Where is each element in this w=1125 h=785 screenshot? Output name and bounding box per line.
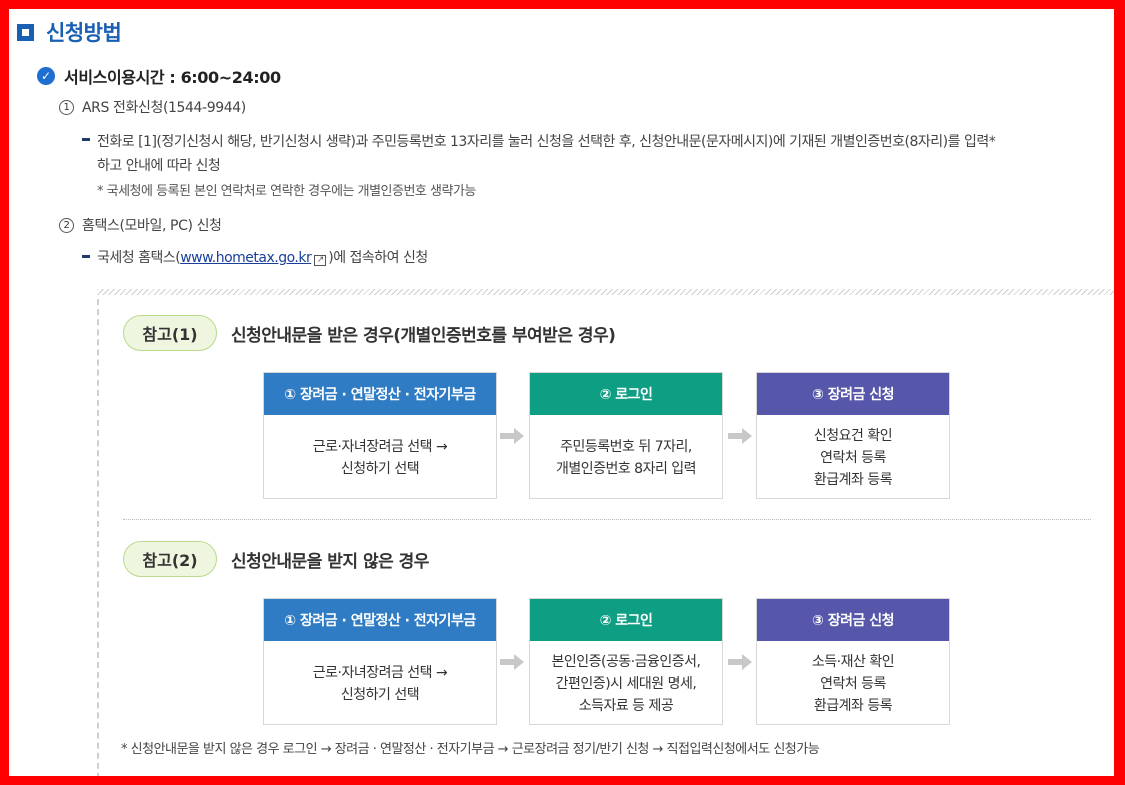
step-head: ② 로그인: [530, 373, 722, 415]
external-link-icon[interactable]: ↗: [314, 255, 327, 266]
section-title: 신청방법: [17, 17, 122, 47]
square-bullet-icon: [17, 23, 34, 41]
number-circle: 1: [59, 99, 74, 115]
step-head: ③ 장려금 신청: [757, 599, 949, 641]
service-hours: ✓ 서비스이용시간 : 6:00~24:00: [37, 64, 281, 88]
hometax-suffix: )에 접속하여 신청: [328, 250, 428, 266]
arrow-right-icon: [500, 428, 524, 444]
dash-bullet: [82, 255, 90, 258]
step-body: 주민등록번호 뒤 7자리, 개별인증번호 8자리 입력: [555, 438, 697, 477]
method-ars-line2: 하고 안내에 따라 신청: [97, 158, 221, 174]
hometax-link[interactable]: www.hometax.go.kr: [180, 250, 312, 266]
ref1-pill: 참고(1): [123, 315, 217, 351]
arrow-right-icon: [728, 654, 752, 670]
step-head: ① 장려금 · 연말정산 · 전자기부금: [264, 599, 496, 641]
step-head: ③ 장려금 신청: [757, 373, 949, 415]
arrow-right-icon: [728, 428, 752, 444]
reference-box-border: [97, 289, 1114, 295]
method-ars-note: * 국세청에 등록된 본인 연락처로 연락한 경우에는 개별인증번호 생략가능: [97, 184, 476, 199]
number-circle: 2: [59, 217, 74, 233]
divider: [123, 519, 1091, 520]
hometax-line: 국세청 홈택스(www.hometax.go.kr↗)에 접속하여 신청: [97, 247, 428, 267]
content-frame: 신청방법 ✓ 서비스이용시간 : 6:00~24:00 1 ARS 전화신청(1…: [9, 9, 1114, 776]
method-hometax-label: 홈택스(모바일, PC) 신청: [82, 218, 222, 234]
step-body: 본인인증(공동·금융인증서, 간편인증)시 세대원 명세, 소득자료 등 제공: [551, 653, 701, 714]
step-body: 신청요건 확인 연락처 등록 환급계좌 등록: [813, 427, 893, 488]
ref1-step-1: ① 장려금 · 연말정산 · 전자기부금 근로·자녀장려금 선택 → 신청하기 …: [263, 372, 497, 499]
ref2-title: 신청안내문을 받지 않은 경우: [231, 551, 429, 572]
ref2-step-3: ③ 장려금 신청 소득·재산 확인 연락처 등록 환급계좌 등록: [756, 598, 950, 725]
ref2-step-1: ① 장려금 · 연말정산 · 전자기부금 근로·자녀장려금 선택 → 신청하기 …: [263, 598, 497, 725]
step-body: 근로·자녀장려금 선택 → 신청하기 선택: [312, 664, 448, 703]
method-ars: 1 ARS 전화신청(1544-9944): [59, 97, 246, 117]
method-hometax: 2 홈택스(모바일, PC) 신청: [59, 215, 222, 235]
step-head: ① 장려금 · 연말정산 · 전자기부금: [264, 373, 496, 415]
ref2-header: 참고(2) 신청안내문을 받지 않은 경우: [123, 541, 429, 577]
ref2-pill: 참고(2): [123, 541, 217, 577]
step-body: 근로·자녀장려금 선택 → 신청하기 선택: [312, 438, 448, 477]
service-hours-text: 서비스이용시간 : 6:00~24:00: [64, 68, 281, 87]
ref1-header: 참고(1) 신청안내문을 받은 경우(개별인증번호를 부여받은 경우): [123, 315, 616, 351]
step-head: ② 로그인: [530, 599, 722, 641]
step-body: 소득·재산 확인 연락처 등록 환급계좌 등록: [811, 653, 895, 714]
method-ars-label: ARS 전화신청(1544-9944): [82, 100, 246, 116]
ref1-step-3: ③ 장려금 신청 신청요건 확인 연락처 등록 환급계좌 등록: [756, 372, 950, 499]
ref2-step-2: ② 로그인 본인인증(공동·금융인증서, 간편인증)시 세대원 명세, 소득자료…: [529, 598, 723, 725]
method-ars-line1: 전화로 [1](정기신청시 해당, 반기신청시 생략)과 주민등록번호 13자리…: [97, 134, 996, 150]
section-title-text: 신청방법: [46, 21, 122, 45]
ref1-title: 신청안내문을 받은 경우(개별인증번호를 부여받은 경우): [231, 325, 616, 346]
check-circle-icon: ✓: [37, 67, 55, 85]
arrow-right-icon: [500, 654, 524, 670]
dash-bullet: [82, 138, 90, 141]
footnote: * 신청안내문을 받지 않은 경우 로그인 → 장려금 · 연말정산 · 전자기…: [121, 742, 820, 757]
ref1-step-2: ② 로그인 주민등록번호 뒤 7자리, 개별인증번호 8자리 입력: [529, 372, 723, 499]
hometax-prefix: 국세청 홈택스(: [97, 250, 181, 266]
